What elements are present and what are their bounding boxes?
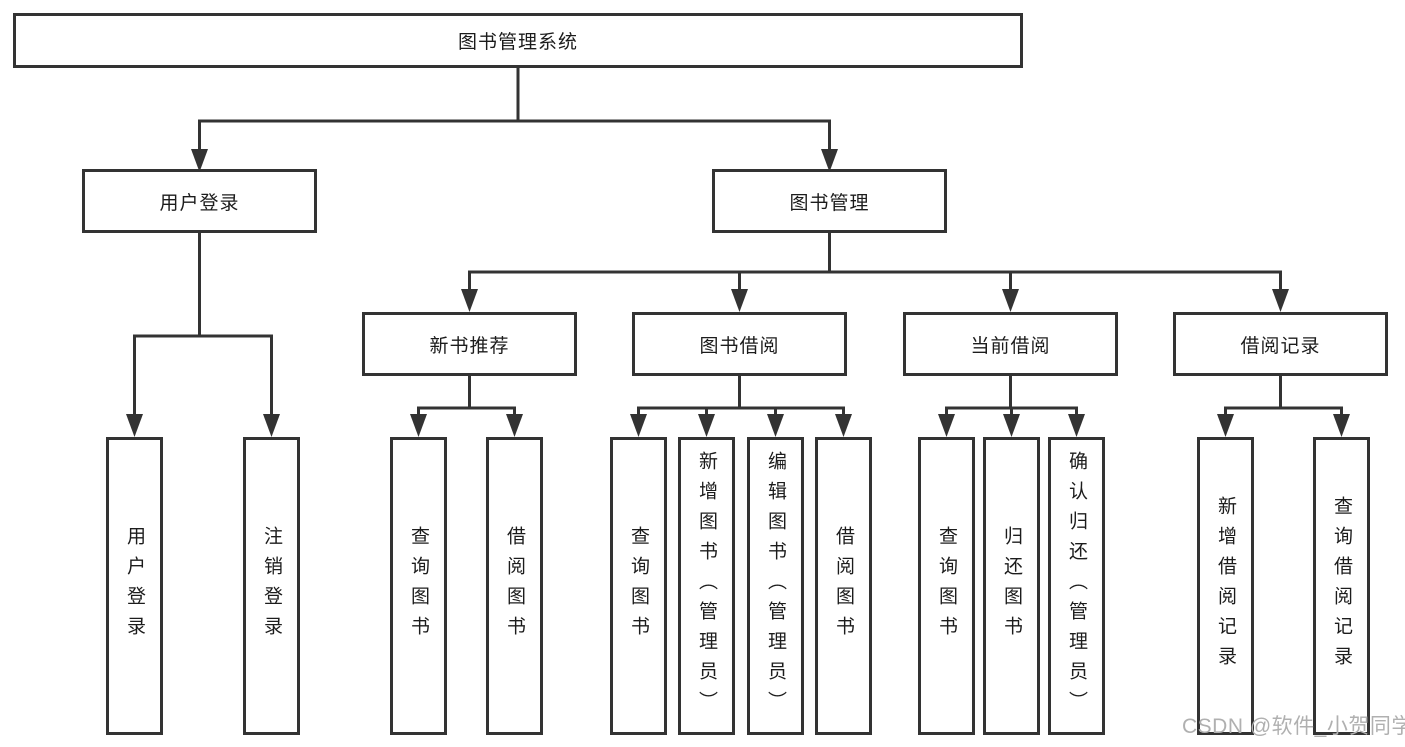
leaf-label: 编辑图书（管理员） [765,451,786,721]
leaf-label: 查询图书 [936,526,957,646]
leaf-query-books-recommend: 查询图书 [390,437,447,735]
node-label: 图书管理系统 [457,32,578,53]
leaf-borrow-books-borrowing: 借阅图书 [815,437,872,735]
leaf-label: 借阅图书 [833,526,854,646]
node-book-management: 图书管理 [712,169,947,233]
node-book-borrowing: 图书借阅 [632,312,847,376]
leaf-label: 归还图书 [1001,526,1022,646]
leaf-label: 查询图书 [408,526,429,646]
node-book-management-system: 图书管理系统 [13,13,1023,68]
leaf-return-books: 归还图书 [983,437,1040,735]
leaf-label: 查询借阅记录 [1331,496,1352,676]
node-current-borrowing: 当前借阅 [903,312,1118,376]
node-label: 当前借阅 [970,335,1051,357]
leaf-label: 借阅图书 [504,526,525,646]
leaf-query-books-current: 查询图书 [918,437,975,735]
leaf-edit-books-admin: 编辑图书（管理员） [747,437,804,735]
node-label: 借阅记录 [1240,335,1321,357]
leaf-add-books-admin: 新增图书（管理员） [678,437,735,735]
leaf-label: 新增图书（管理员） [696,451,717,721]
leaf-add-borrow-record: 新增借阅记录 [1197,437,1254,735]
leaf-label: 查询图书 [628,526,649,646]
node-new-book-recommend: 新书推荐 [362,312,577,376]
leaf-confirm-return-admin: 确认归还（管理员） [1048,437,1105,735]
node-borrowing-records: 借阅记录 [1173,312,1388,376]
node-user-login: 用户登录 [82,169,317,233]
leaf-label: 确认归还（管理员） [1066,451,1087,721]
node-label: 图书管理 [789,192,870,214]
node-label: 用户登录 [159,192,240,214]
leaf-label: 注销登录 [261,526,282,646]
leaf-label: 用户登录 [124,526,145,646]
node-label: 新书推荐 [429,335,510,357]
leaf-borrow-books-recommend: 借阅图书 [486,437,543,735]
leaf-user-login: 用户登录 [106,437,163,735]
csdn-watermark: CSDN @软件_小贺同学 [1182,715,1405,738]
leaf-label: 新增借阅记录 [1215,496,1236,676]
node-label: 图书借阅 [699,335,780,357]
leaf-query-books-borrowing: 查询图书 [610,437,667,735]
leaf-logout: 注销登录 [243,437,300,735]
leaf-query-borrow-record: 查询借阅记录 [1313,437,1370,735]
